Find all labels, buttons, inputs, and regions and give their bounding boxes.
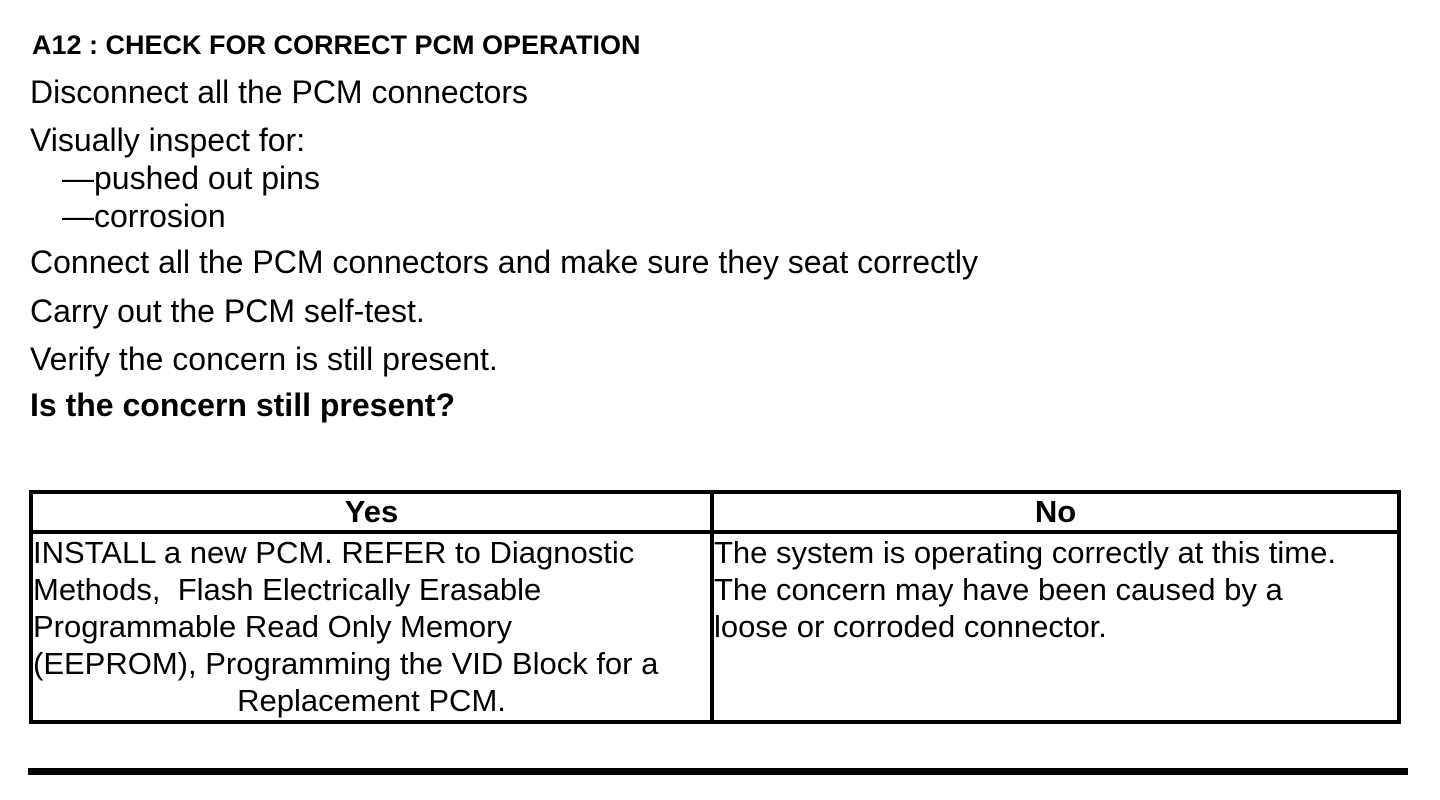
- inspect-item-corrosion: —corrosion: [62, 198, 226, 234]
- no-column-header: No: [710, 490, 1401, 534]
- inspect-item-pins: —pushed out pins: [62, 160, 320, 196]
- procedure-title: A12 : CHECK FOR CORRECT PCM OPERATION: [32, 30, 641, 60]
- decision-question: Is the concern still present?: [30, 387, 455, 423]
- no-action-cell: The system is operating correctly at thi…: [710, 530, 1401, 724]
- page-bottom-divider: [28, 768, 1408, 775]
- step-selftest: Carry out the PCM self-test.: [30, 293, 425, 329]
- no-action-line: loose or corroded connector.: [714, 609, 1107, 644]
- yes-action-line: Methods, Flash Electrically Erasable: [33, 572, 542, 607]
- decision-table-header-row: Yes No: [29, 490, 1401, 534]
- yes-column-header: Yes: [29, 490, 714, 534]
- step-connect: Connect all the PCM connectors and make …: [30, 244, 978, 280]
- yes-action-line: Programmable Read Only Memory: [33, 609, 512, 644]
- yes-action-line: (EEPROM), Programming the VID Block for …: [33, 646, 659, 681]
- no-action-line: The concern may have been caused by a: [714, 572, 1283, 607]
- step-disconnect: Disconnect all the PCM connectors: [30, 74, 528, 110]
- decision-table: Yes No INSTALL a new PCM. REFER to Diagn…: [29, 490, 1401, 724]
- no-action-line: The system is operating correctly at thi…: [714, 535, 1336, 570]
- yes-action-line: Replacement PCM.: [237, 683, 506, 718]
- step-inspect-intro: Visually inspect for:: [30, 122, 306, 158]
- decision-table-body-row: INSTALL a new PCM. REFER to Diagnostic M…: [29, 530, 1401, 724]
- yes-action-line: INSTALL a new PCM. REFER to Diagnostic: [33, 535, 635, 570]
- step-verify: Verify the concern is still present.: [30, 341, 498, 377]
- yes-action-cell: INSTALL a new PCM. REFER to Diagnostic M…: [29, 530, 714, 724]
